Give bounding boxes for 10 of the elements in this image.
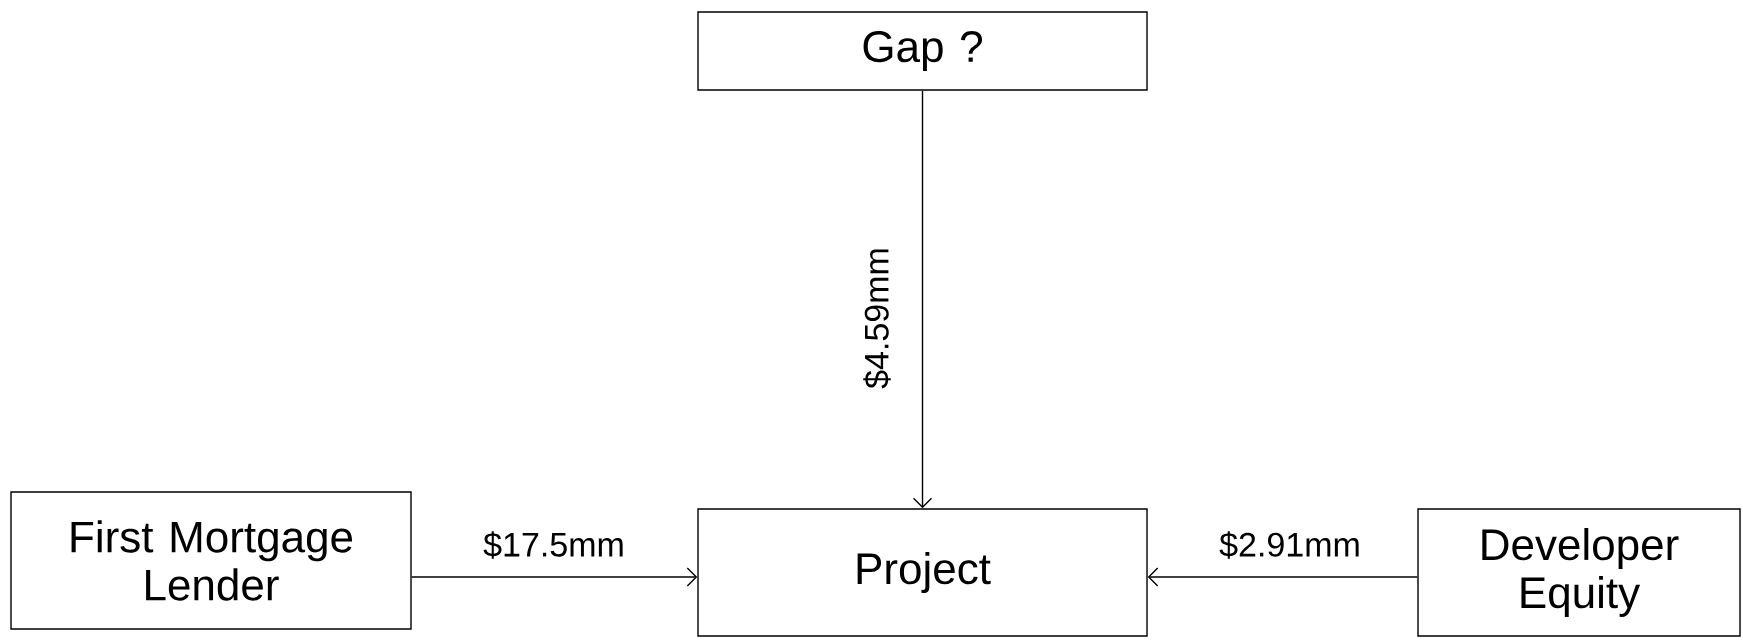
edge-label: $17.5mm xyxy=(483,531,623,559)
box: Gap ? xyxy=(697,11,1148,91)
box: First Mortgage Lender xyxy=(10,491,412,630)
box: Developer Equity xyxy=(1417,508,1741,637)
edge-label: $4.59mm xyxy=(863,249,891,389)
arrow xyxy=(1147,567,1418,587)
edge-label: $2.91mm xyxy=(1219,531,1359,559)
box: Project xyxy=(697,508,1148,637)
arrow xyxy=(411,567,698,587)
arrow xyxy=(912,90,933,509)
